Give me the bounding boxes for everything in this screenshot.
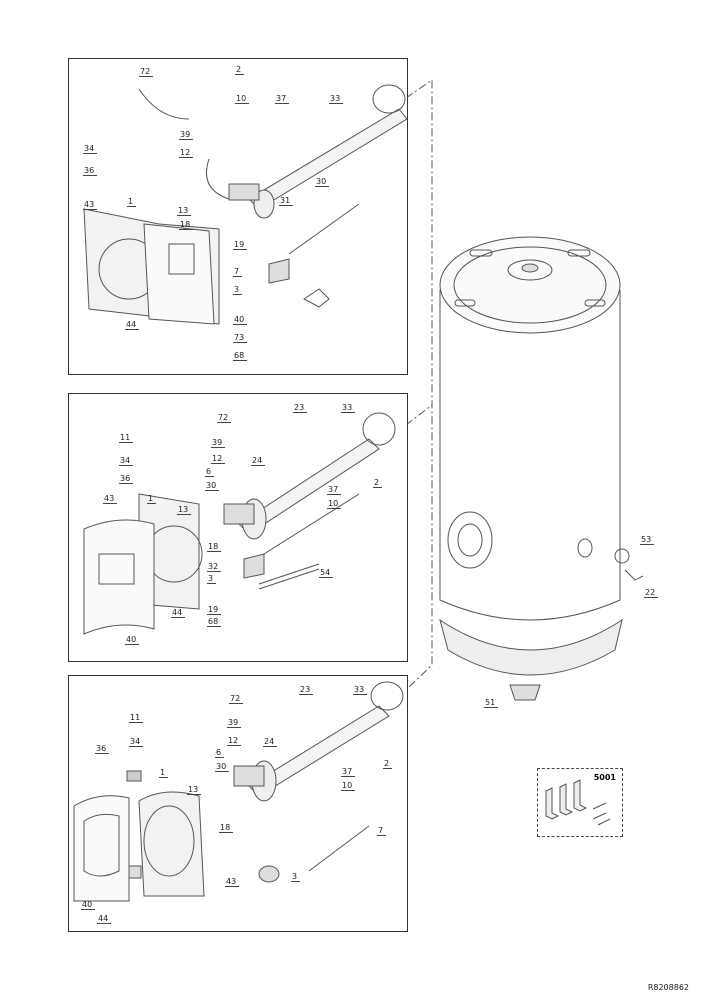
callout-label: 3 xyxy=(207,574,217,584)
callout-label: 18 xyxy=(179,220,194,230)
callout-label: 6 xyxy=(205,467,215,477)
callout-label: 34 xyxy=(119,456,134,466)
callout-label: 12 xyxy=(227,736,242,746)
water-tank xyxy=(439,236,644,701)
callout-label: 13 xyxy=(177,206,192,216)
callout-label: 43 xyxy=(225,877,240,887)
callout-label: 44 xyxy=(125,320,140,330)
callout-label: 23 xyxy=(299,685,314,695)
callout-label: 18 xyxy=(207,542,222,552)
callout-label: 68 xyxy=(233,351,248,361)
panel-variant-2: 23 33 72 11 39 34 12 24 36 6 2 30 37 1 4… xyxy=(68,393,408,662)
callout-label: 53 xyxy=(640,535,655,545)
callout-label: 19 xyxy=(207,605,222,615)
callout-label: 33 xyxy=(353,685,368,695)
callout-label: 23 xyxy=(293,403,308,413)
callout-label: 33 xyxy=(329,94,344,104)
callout-label: 3 xyxy=(291,872,301,882)
callout-label: 13 xyxy=(187,785,202,795)
callout-label: 22 xyxy=(644,588,659,598)
callout-label: 11 xyxy=(119,433,134,443)
panel-3-parts-art xyxy=(73,681,404,902)
callout-label: 39 xyxy=(179,130,194,140)
panel-variant-3: 23 33 72 11 39 34 12 36 24 6 2 30 1 37 1… xyxy=(68,675,408,932)
callout-label: 12 xyxy=(179,148,194,158)
callout-label: 33 xyxy=(341,403,356,413)
panel-variant-1: 72 2 10 37 33 39 34 12 36 30 1 31 13 43 … xyxy=(68,58,408,375)
callout-label: 36 xyxy=(83,166,98,176)
callout-label: 12 xyxy=(211,454,226,464)
callout-label: 40 xyxy=(81,900,96,910)
callout-label: 7 xyxy=(233,267,243,277)
callout-label: 6 xyxy=(215,748,225,758)
callout-label: 51 xyxy=(484,698,499,708)
callout-label: 72 xyxy=(139,67,154,77)
callout-label: 10 xyxy=(235,94,250,104)
callout-label: 1 xyxy=(127,197,137,207)
callout-label: 2 xyxy=(235,65,245,75)
panel-2-parts-art xyxy=(83,412,396,635)
callout-label: 24 xyxy=(263,737,278,747)
callout-label: 30 xyxy=(215,762,230,772)
callout-label: 44 xyxy=(171,608,186,618)
callout-label: 39 xyxy=(227,718,242,728)
callout-label: 34 xyxy=(129,737,144,747)
callout-label: 54 xyxy=(319,568,334,578)
mounting-kit-box: 5001 xyxy=(537,768,623,837)
callout-label: 30 xyxy=(205,481,220,491)
callout-label: 7 xyxy=(377,826,387,836)
callout-label: 1 xyxy=(147,494,157,504)
callout-label: 3 xyxy=(233,285,243,295)
callout-label: 2 xyxy=(383,759,393,769)
callout-label: 36 xyxy=(119,474,134,484)
callout-label: 10 xyxy=(341,781,356,791)
callout-label: 18 xyxy=(219,823,234,833)
callout-label: 13 xyxy=(177,505,192,515)
connector-line xyxy=(405,79,433,691)
callout-label: 39 xyxy=(211,438,226,448)
callout-label: 40 xyxy=(233,315,248,325)
callout-label: 40 xyxy=(125,635,140,645)
callout-label: 73 xyxy=(233,333,248,343)
callout-label: 32 xyxy=(207,562,222,572)
callout-label: 43 xyxy=(83,200,98,210)
callout-label: 30 xyxy=(315,177,330,187)
callout-label: 72 xyxy=(217,413,232,423)
callout-label: 37 xyxy=(275,94,290,104)
callout-label: 37 xyxy=(327,485,342,495)
callout-label: 31 xyxy=(279,196,294,206)
callout-label: 1 xyxy=(159,768,169,778)
callout-label: 44 xyxy=(97,914,112,924)
callout-label: 36 xyxy=(95,744,110,754)
callout-label: 2 xyxy=(373,478,383,488)
callout-label: 10 xyxy=(327,499,342,509)
callout-label: 37 xyxy=(341,767,356,777)
callout-label: 43 xyxy=(103,494,118,504)
panel-1-parts-art xyxy=(83,84,408,325)
callout-label: 68 xyxy=(207,617,222,627)
callout-label: 34 xyxy=(83,144,98,154)
callout-label: 19 xyxy=(233,240,248,250)
kit-label: 5001 xyxy=(593,773,616,782)
callout-label: 72 xyxy=(229,694,244,704)
bracket-icons xyxy=(545,779,611,826)
callout-label: 24 xyxy=(251,456,266,466)
drawing-reference: R8208862 xyxy=(647,983,689,992)
callout-label: 11 xyxy=(129,713,144,723)
